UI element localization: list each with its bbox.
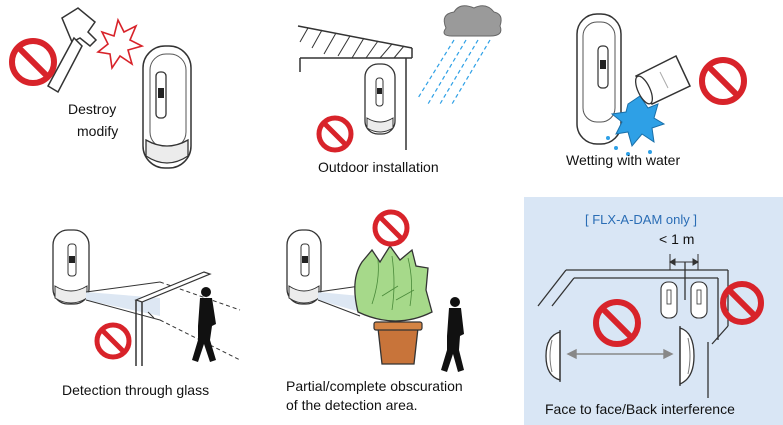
detection-through-glass-label: Detection through glass	[62, 382, 210, 398]
destroy-label-line1: Destroy	[68, 101, 117, 117]
outdoor-installation-label: Outdoor installation	[318, 159, 439, 175]
distance-label: < 1 m	[659, 231, 695, 247]
panel-face-to-face-background	[524, 197, 783, 425]
destroy-label-line2: modify	[77, 123, 119, 139]
obscuration-label-line2: of the detection area.	[286, 397, 418, 413]
model-note: [ FLX-A-DAM only ]	[585, 212, 697, 227]
wetting-with-water-label: Wetting with water	[566, 152, 681, 168]
face-to-face-label: Face to face/Back interference	[545, 401, 735, 417]
obscuration-label-line1: Partial/complete obscuration	[286, 378, 463, 394]
